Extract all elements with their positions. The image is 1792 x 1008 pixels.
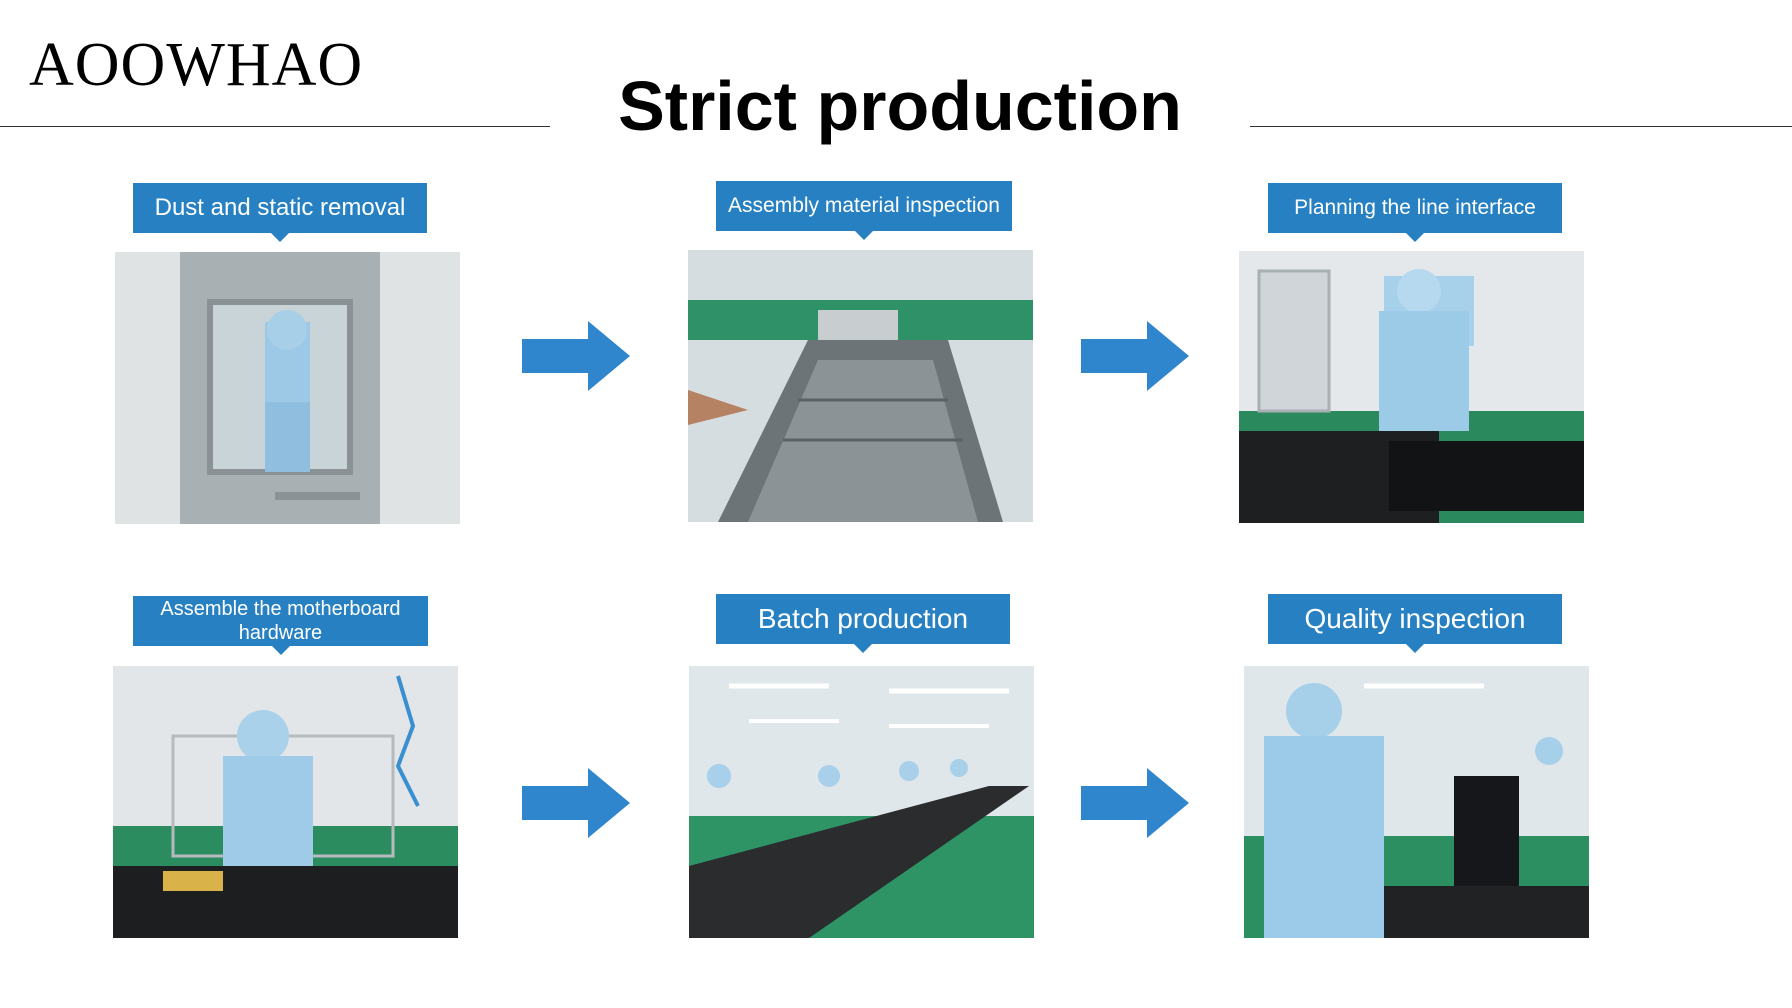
header-divider-left [0, 126, 550, 127]
step-label-batch-production: Batch production [716, 594, 1010, 653]
step-label-assemble-motherboard-hardware: Assemble the motherboard hardware [133, 596, 428, 655]
step-photo-assembly-material-inspection [688, 250, 1033, 522]
step-label-assembly-material-inspection: Assembly material inspection [716, 181, 1012, 240]
step-label-dust-static-removal: Dust and static removal [133, 183, 427, 242]
step-label-quality-inspection: Quality inspection [1268, 594, 1562, 653]
flow-arrow-1 [522, 321, 630, 391]
header-divider-right [1250, 126, 1792, 127]
step-photo-planning-line-interface [1239, 251, 1584, 523]
flow-arrow-4 [1081, 768, 1189, 838]
step-photo-dust-static-removal [115, 252, 460, 524]
flow-arrow-2 [1081, 321, 1189, 391]
step-label-planning-line-interface: Planning the line interface [1268, 183, 1562, 242]
step-photo-quality-inspection [1244, 666, 1589, 938]
flow-arrow-3 [522, 768, 630, 838]
brand-logo: AOOWHAO [29, 31, 364, 99]
step-photo-assemble-motherboard-hardware [113, 666, 458, 938]
page-title: Strict production [618, 67, 1182, 145]
step-photo-batch-production [689, 666, 1034, 938]
